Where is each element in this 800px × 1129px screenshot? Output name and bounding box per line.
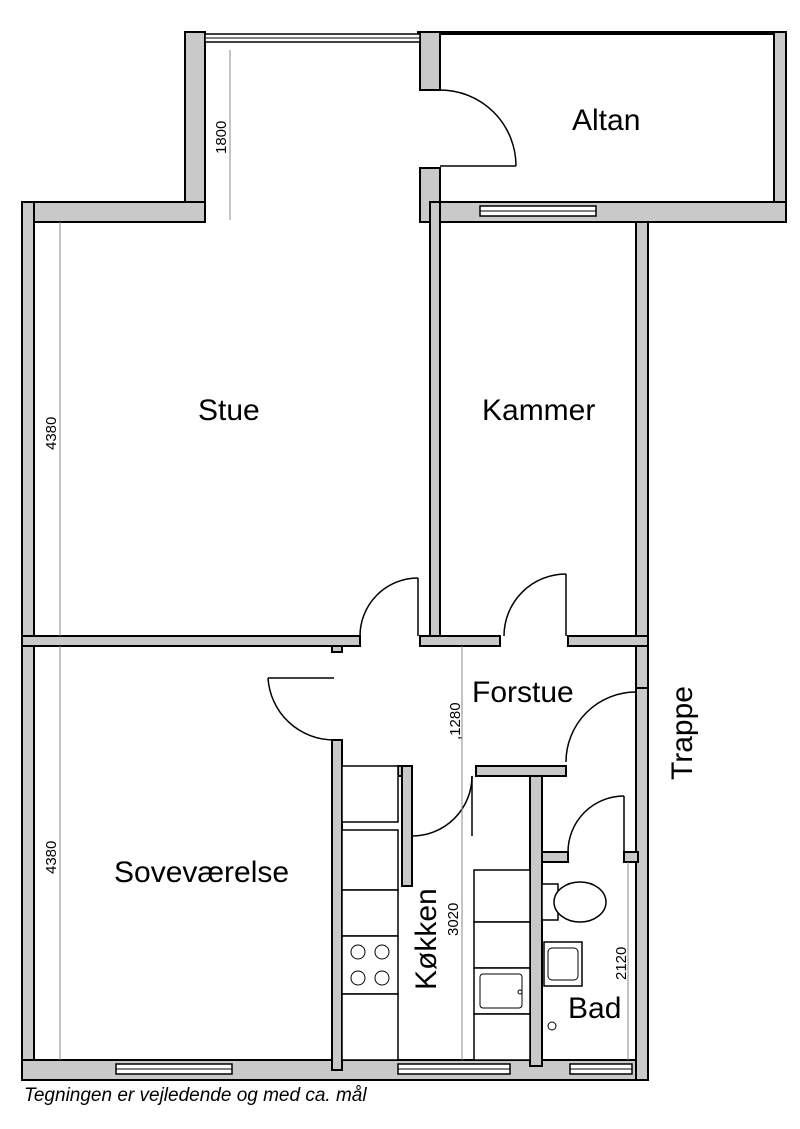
- dim-stue-top: 1800: [213, 121, 230, 154]
- counter-unit: [341, 889, 399, 937]
- fridge-unit: [341, 765, 399, 823]
- plan-caption: Tegningen er vejledende og med ca. mål: [24, 1085, 367, 1106]
- room-label-kammer: Kammer: [482, 394, 595, 427]
- dim-kokken: 3020: [445, 903, 462, 936]
- dim-sove-left: 4380: [43, 841, 60, 874]
- room-label-forstue: Forstue: [472, 676, 574, 709]
- room-label-sovevaerelse: Soveværelse: [114, 856, 289, 889]
- kitchen-fixtures: [341, 765, 531, 1061]
- walls: [21, 31, 787, 1081]
- doors: [267, 89, 637, 853]
- upper-counter: [473, 869, 531, 923]
- bath-fixtures: [541, 881, 607, 1031]
- room-label-stue: Stue: [198, 394, 260, 427]
- room-label-kokken: Køkken: [410, 888, 443, 990]
- stove: [341, 935, 399, 995]
- room-label-bad: Bad: [568, 992, 621, 1025]
- dim-forstue: ,1280: [447, 702, 464, 740]
- room-label-trappe: Trappe: [666, 686, 699, 780]
- floor-drain: [547, 1021, 557, 1031]
- dim-stue-left: 4380: [43, 417, 60, 450]
- toilet-bowl: [553, 881, 607, 923]
- dimension-lines: [59, 50, 629, 1060]
- windows: [115, 33, 633, 1075]
- room-label-altan: Altan: [572, 104, 640, 137]
- counter-unit-lower: [341, 993, 399, 1061]
- cabinet-unit: [341, 829, 399, 891]
- bath-sink: [543, 941, 583, 987]
- dim-bad: 2120: [613, 947, 630, 980]
